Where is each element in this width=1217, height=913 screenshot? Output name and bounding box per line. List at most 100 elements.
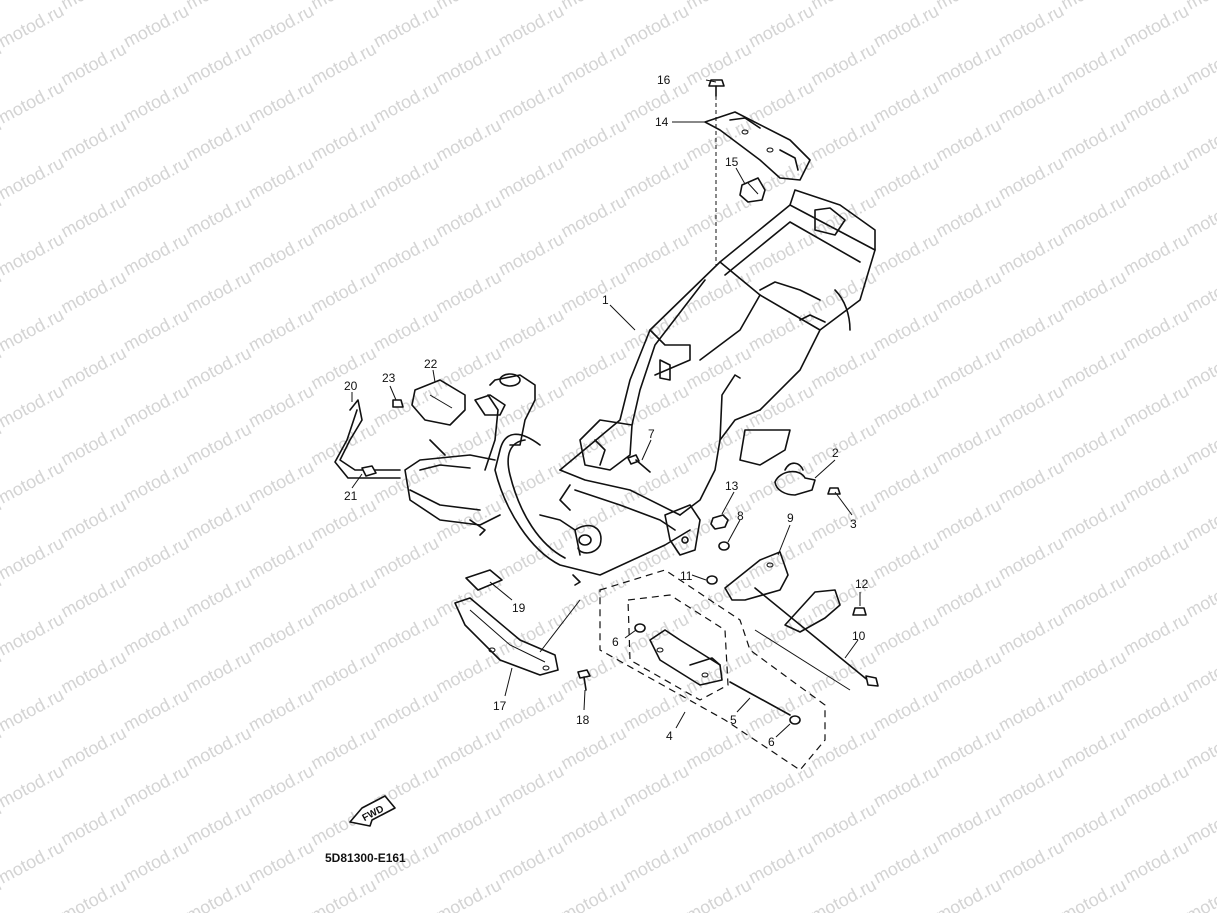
watermark-text: motod.ru (995, 457, 1067, 508)
watermark-text: motod.ru (620, 837, 692, 888)
watermark-text: motod.ru (120, 229, 192, 280)
callout-9: 9 (787, 511, 794, 525)
watermark-text: motod.ru (307, 647, 379, 698)
watermark-text: motod.ru (1057, 723, 1129, 774)
watermark-text: motod.ru (1120, 1, 1192, 52)
watermark-text: motod.ru (57, 495, 129, 546)
watermark-text: motod.ru (0, 381, 67, 432)
part-11-washer (706, 575, 718, 585)
watermark-text: motod.ru (1182, 723, 1217, 774)
callout-21: 21 (344, 489, 358, 503)
watermark-text: motod.ru (57, 191, 129, 242)
watermark-text: motod.ru (557, 267, 629, 318)
watermark-text: motod.ru (245, 1, 317, 52)
watermark-text: motod.ru (807, 495, 879, 546)
callout-6a: 6 (612, 635, 619, 649)
watermark-text: motod.ru (745, 837, 817, 888)
watermark-text: motod.ru (870, 153, 942, 204)
watermark-text: motod.ru (1182, 495, 1217, 546)
watermark-text: motod.ru (870, 77, 942, 128)
watermark-text: motod.ru (557, 191, 629, 242)
watermark-text: motod.ru (807, 343, 879, 394)
part-17-bracket (454, 597, 559, 676)
watermark-text: motod.ru (1057, 875, 1129, 913)
watermark-text: motod.ru (807, 0, 879, 14)
part-14-bracket (704, 111, 811, 181)
watermark-text: motod.ru (1182, 647, 1217, 698)
watermark-text: motod.ru (1057, 571, 1129, 622)
watermark-text: motod.ru (245, 761, 317, 812)
watermark-text: motod.ru (0, 153, 67, 204)
watermark-text: motod.ru (245, 837, 317, 888)
watermark-text: motod.ru (182, 799, 254, 850)
watermark-text: motod.ru (870, 533, 942, 584)
watermark-text: motod.ru (432, 799, 504, 850)
part-9-plate (724, 551, 789, 601)
watermark-text: motod.ru (682, 267, 754, 318)
part-21-bolt (361, 465, 377, 477)
callout-2: 2 (832, 446, 839, 460)
watermark-text: motod.ru (870, 609, 942, 660)
watermark-text: motod.ru (495, 381, 567, 432)
watermark-text: motod.ru (1057, 799, 1129, 850)
watermark-text: motod.ru (745, 229, 817, 280)
watermark-text: motod.ru (182, 495, 254, 546)
watermark-text: motod.ru (1057, 191, 1129, 242)
watermark-text: motod.ru (245, 305, 317, 356)
watermark-text: motod.ru (182, 115, 254, 166)
watermark-text: motod.ru (182, 0, 254, 14)
watermark-text: motod.ru (932, 191, 1004, 242)
callout-12: 12 (855, 577, 869, 591)
watermark-text: motod.ru (870, 761, 942, 812)
watermark-text: motod.ru (307, 267, 379, 318)
watermark-text: motod.ru (432, 39, 504, 90)
watermark-text: motod.ru (995, 761, 1067, 812)
watermark-text: motod.ru (495, 533, 567, 584)
watermark-text: motod.ru (120, 153, 192, 204)
callout-15: 15 (725, 155, 739, 169)
part-3-bolt (827, 487, 841, 495)
watermark-text: motod.ru (1182, 571, 1217, 622)
watermark-text: motod.ru (932, 39, 1004, 90)
part-10-bolt (754, 587, 879, 687)
callout-labels: 1 2 3 4 5 6 6 7 8 9 10 11 12 13 14 15 16… (344, 73, 869, 749)
watermark-text: motod.ru (932, 723, 1004, 774)
watermark-text: motod.ru (1057, 495, 1129, 546)
watermark-text: motod.ru (1120, 381, 1192, 432)
watermark-text: motod.ru (932, 875, 1004, 913)
watermark-text: motod.ru (182, 343, 254, 394)
callout-5: 5 (730, 713, 737, 727)
watermark-text: motod.ru (432, 343, 504, 394)
watermark-text: motod.ru (57, 419, 129, 470)
watermark-text: motod.ru (245, 457, 317, 508)
watermark-text: motod.ru (57, 799, 129, 850)
watermark-text: motod.ru (245, 381, 317, 432)
watermark-text: motod.ru (557, 875, 629, 913)
watermark-text: motod.ru (932, 0, 1004, 14)
watermark-text: motod.ru (682, 723, 754, 774)
watermark-text: motod.ru (495, 229, 567, 280)
watermark-text: motod.ru (0, 1, 67, 52)
watermark-text: motod.ru (182, 419, 254, 470)
watermark-text: motod.ru (557, 799, 629, 850)
watermark-text: motod.ru (995, 381, 1067, 432)
callout-1: 1 (602, 293, 609, 307)
watermark-text: motod.ru (932, 495, 1004, 546)
callout-7: 7 (648, 427, 655, 441)
watermark-text: motod.ru (1182, 419, 1217, 470)
watermark-text: motod.ru (1057, 419, 1129, 470)
watermark-text: motod.ru (1057, 0, 1129, 14)
watermark-text: motod.ru (932, 647, 1004, 698)
watermark-text: motod.ru (57, 39, 129, 90)
watermark-text: motod.ru (870, 457, 942, 508)
watermark-text: motod.ru (57, 723, 129, 774)
watermark-text: motod.ru (495, 305, 567, 356)
watermark-text: motod.ru (995, 229, 1067, 280)
watermark-text: motod.ru (1057, 343, 1129, 394)
watermark-text: motod.ru (120, 457, 192, 508)
watermark-text: motod.ru (557, 571, 629, 622)
watermark-text: motod.ru (620, 229, 692, 280)
callout-20: 20 (344, 379, 358, 393)
watermark-text: motod.ru (245, 685, 317, 736)
